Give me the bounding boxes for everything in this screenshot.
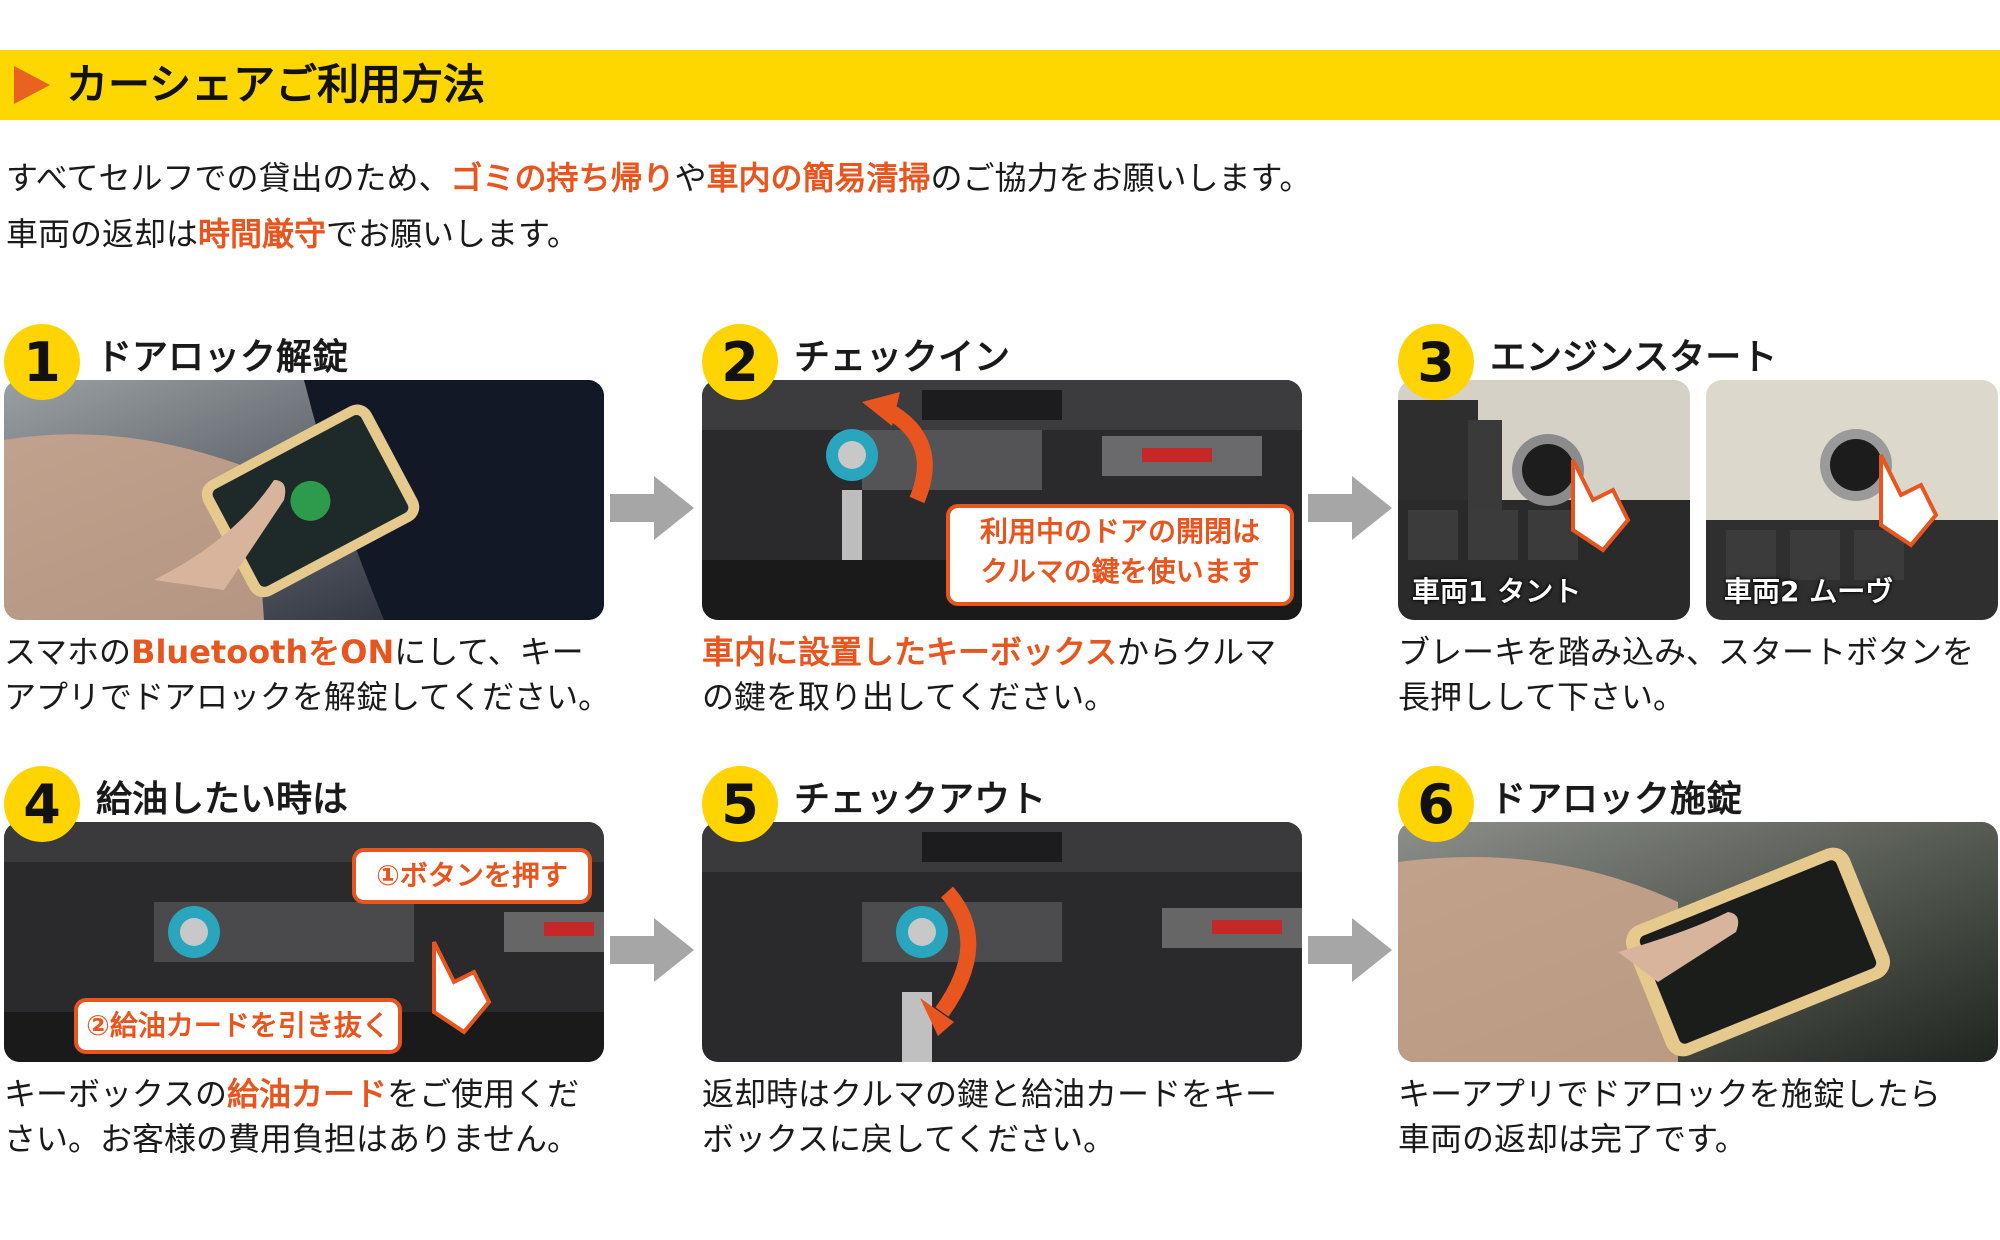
- arrow-right-icon: [1308, 476, 1392, 540]
- step-title: チェックアウト: [794, 779, 1047, 820]
- intro-line-1: すべてセルフでの貸出のため、ゴミの持ち帰りや車内の簡易清掃のご協力をお願いします…: [6, 156, 1311, 200]
- arrow-right-icon: [610, 918, 694, 982]
- section-banner: カーシェアご利用方法: [0, 50, 2000, 120]
- text-segment: すべてセルフでの貸出のため、: [6, 159, 451, 197]
- step-1: 1 ドアロック解錠 スマホのBluetoothをONにして、キー アプリでドアロ…: [4, 324, 610, 744]
- step-title: チェックイン: [794, 337, 1011, 378]
- step-5: 5 チェックアウト 返却時はクルマの鍵と給油カードをキー ボックスに戻してくださ…: [702, 766, 1302, 1186]
- text-segment: をご使用くだ: [387, 1075, 580, 1113]
- text-segment: からクルマ: [1117, 633, 1277, 671]
- vehicle-2-label: 車両2 ムーヴ: [1724, 575, 1894, 608]
- step-5-photo: [702, 822, 1302, 1062]
- step-description: キーアプリでドアロックを施錠したら 車両の返却は完了です。: [1398, 1072, 2000, 1162]
- key-usage-callout: 利用中のドアの開閉は クルマの鍵を使います: [946, 504, 1294, 606]
- step-number-badge: 4: [4, 766, 80, 842]
- highlighted-text: 車内の簡易清掃: [706, 159, 931, 197]
- step-description: ブレーキを踏み込み、スタートボタンを 長押しして下さい。: [1398, 630, 2000, 720]
- text-segment: にして、キー: [394, 633, 584, 671]
- intro-line-2: 車両の返却は時間厳守でお願いします。: [6, 212, 579, 256]
- step-description: 返却時はクルマの鍵と給油カードをキー ボックスに戻してください。: [702, 1072, 1312, 1162]
- text-segment: ボックスに戻してください。: [702, 1120, 1116, 1158]
- step-6-photo: [1398, 822, 1998, 1062]
- highlighted-text: 車内に設置したキーボックス: [702, 633, 1118, 671]
- text-segment: のご協力をお願いします。: [930, 159, 1312, 197]
- press-button-callout: ①ボタンを押す: [352, 848, 592, 904]
- step-3-photo-move: [1706, 380, 1998, 620]
- text-segment: スマホの: [4, 633, 132, 671]
- step-2: 2 チェックイン 利用中のドアの開閉は クルマの鍵を使います 車内に設置したキー…: [702, 324, 1302, 744]
- text-segment: 車両の返却は: [6, 215, 199, 253]
- pull-card-callout: ②給油カードを引き抜く: [74, 998, 402, 1054]
- step-3-photo-tanto: [1398, 380, 1690, 620]
- text-segment: 車両の返却は完了です。: [1398, 1120, 1747, 1158]
- text-segment: キーアプリでドアロックを施錠したら: [1398, 1075, 1941, 1113]
- step-4: 4 給油したい時は ①ボタンを押す ②給油カードを引き抜く キーボックスの給油カ…: [4, 766, 604, 1186]
- highlighted-text: 給油カード: [227, 1075, 388, 1113]
- step-6: 6 ドアロック施錠 キーアプリでドアロックを施錠したら 車両の返却は完了です。: [1398, 766, 1998, 1186]
- step-title: ドアロック施錠: [1490, 779, 1743, 820]
- highlighted-text: 時間厳守: [198, 215, 327, 253]
- arrow-right-icon: [610, 476, 694, 540]
- step-1-photo: [4, 380, 604, 620]
- step-number-badge: 5: [702, 766, 778, 842]
- step-description: 車内に設置したキーボックスからクルマ の鍵を取り出してください。: [702, 630, 1312, 720]
- step-number-badge: 2: [702, 324, 778, 400]
- vehicle-1-label: 車両1 タント: [1412, 575, 1582, 608]
- highlighted-text: ゴミの持ち帰り: [450, 159, 675, 197]
- step-description: キーボックスの給油カードをご使用くだ さい。お客様の費用負担はありません。: [4, 1072, 614, 1162]
- step-title: エンジンスタート: [1490, 337, 1778, 378]
- text-segment: 返却時はクルマの鍵と給油カードをキー: [702, 1075, 1278, 1113]
- step-number-badge: 3: [1398, 324, 1474, 400]
- highlighted-text: BluetoothをON: [131, 633, 395, 671]
- text-segment: の鍵を取り出してください。: [702, 678, 1117, 716]
- text-segment: アプリでドアロックを解錠してください。: [4, 678, 611, 716]
- step-title: ドアロック解錠: [96, 337, 349, 378]
- step-number-badge: 6: [1398, 766, 1474, 842]
- text-segment: 長押しして下さい。: [1398, 678, 1686, 716]
- triangle-marker-icon: [14, 66, 50, 104]
- text-segment: さい。お客様の費用負担はありません。: [4, 1120, 580, 1158]
- page-title: カーシェアご利用方法: [66, 60, 486, 109]
- text-segment: でお願いします。: [326, 215, 579, 253]
- text-segment: や: [674, 159, 707, 197]
- arrow-right-icon: [1308, 918, 1392, 982]
- text-segment: ブレーキを踏み込み、スタートボタンを: [1398, 633, 1975, 671]
- step-description: スマホのBluetoothをONにして、キー アプリでドアロックを解錠してくださ…: [4, 630, 614, 720]
- step-title: 給油したい時は: [96, 779, 349, 820]
- step-3: 3 エンジンスタート 車両1 タント 車両2 ムーヴ ブレ: [1398, 324, 1998, 744]
- step-number-badge: 1: [4, 324, 80, 400]
- text-segment: キーボックスの: [4, 1075, 228, 1113]
